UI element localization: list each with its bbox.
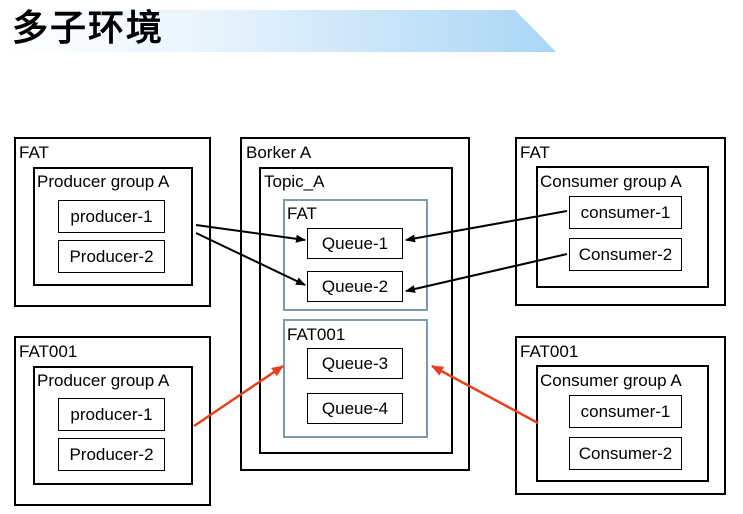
consumer-group-box (536, 166, 709, 288)
env-label: FAT001 (19, 342, 78, 361)
queue-node: Queue-4 (307, 393, 403, 424)
consumer-group-label: Consumer group A (540, 371, 682, 390)
env-box-fat-consumer (515, 137, 726, 306)
producer-node-label: Producer-2 (69, 246, 154, 266)
producer-group-label: Producer group A (37, 172, 170, 191)
consumer-node: Consumer-2 (569, 238, 682, 271)
queue-group-label: FAT001 (287, 325, 346, 344)
consumer-node-label: consumer-1 (580, 202, 671, 222)
queue-node: Queue-3 (307, 348, 403, 379)
producer-node-label: Producer-2 (69, 444, 154, 464)
arrow-fat001-consumer-to-group (431, 364, 539, 425)
consumer-node-label: Consumer-2 (578, 443, 673, 463)
consumer-node: consumer-1 (569, 196, 682, 229)
env-box-fat001-producer (14, 336, 211, 506)
queue-group-fat (283, 199, 428, 311)
queue-group-label: FAT (287, 204, 317, 223)
arrow-consumer2-to-queue2 (405, 253, 568, 293)
env-label: FAT001 (520, 342, 579, 361)
producer-node-label: producer-1 (70, 206, 153, 226)
broker-label: Borker A (246, 143, 312, 162)
page-title: 多子环境 (12, 8, 165, 49)
arrow-producer1-to-queue1 (195, 224, 306, 243)
consumer-group-label: Consumer group A (540, 172, 682, 191)
producer-group-label: Producer group A (37, 371, 170, 390)
queue-node-label: Queue-2 (321, 276, 389, 296)
producer-node: Producer-2 (58, 438, 165, 471)
producer-node-label: producer-1 (70, 404, 153, 424)
broker-box (240, 137, 470, 471)
arrow-fat001-producer-to-group (193, 364, 284, 428)
env-box-fat001-consumer (515, 336, 726, 495)
consumer-node-label: consumer-1 (580, 401, 671, 421)
producer-node: producer-1 (58, 398, 165, 431)
topic-box (259, 167, 453, 454)
queue-node: Queue-1 (307, 228, 403, 259)
env-label: FAT (19, 143, 49, 162)
topic-label: Topic_A (264, 172, 325, 191)
arrow-producer1-to-queue2 (195, 232, 306, 286)
producer-group-box (33, 366, 193, 485)
queue-group-fat001 (283, 319, 428, 438)
env-box-fat-producer (14, 137, 211, 307)
queue-node-label: Queue-3 (321, 353, 389, 373)
consumer-node: Consumer-2 (569, 437, 682, 470)
env-label: FAT (520, 143, 550, 162)
consumer-node-label: Consumer-2 (578, 244, 673, 264)
arrow-consumer1-to-queue1 (405, 210, 568, 243)
queue-node-label: Queue-1 (321, 233, 389, 253)
producer-node: Producer-2 (58, 240, 165, 273)
queue-node: Queue-2 (307, 271, 403, 302)
producer-group-box (33, 167, 193, 286)
consumer-node: consumer-1 (569, 395, 682, 428)
producer-node: producer-1 (58, 200, 165, 233)
title-banner (0, 10, 556, 52)
queue-node-label: Queue-4 (321, 398, 389, 418)
